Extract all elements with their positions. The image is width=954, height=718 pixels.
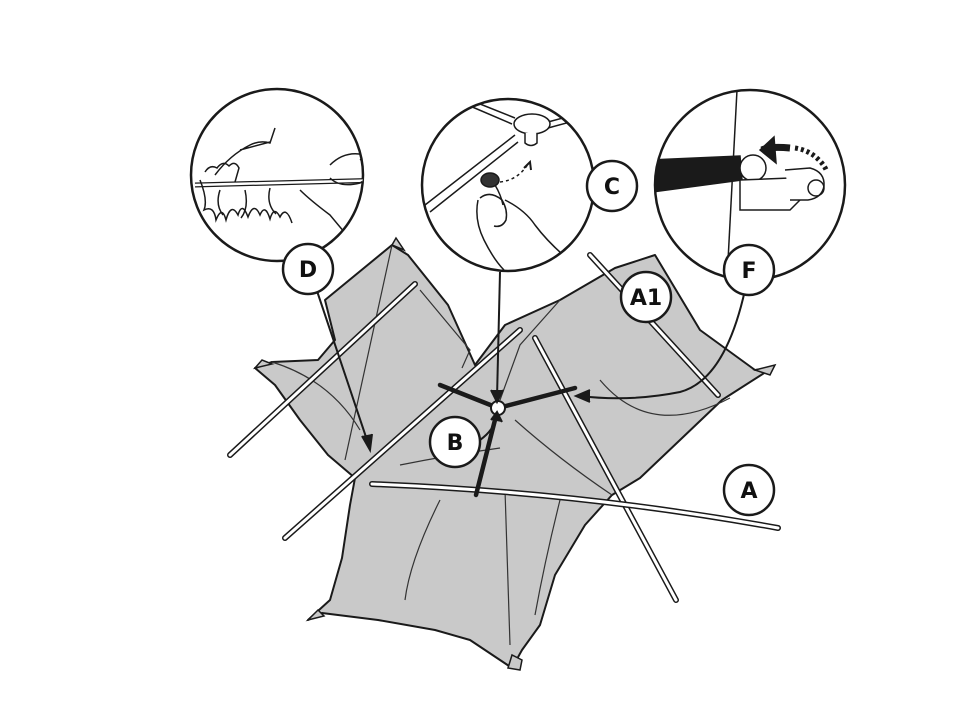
callout-label-d: D (299, 258, 317, 283)
callout-c: C (587, 161, 637, 211)
callout-label-c: C (604, 175, 620, 200)
callout-f: F (724, 245, 774, 295)
callout-label-f: F (741, 259, 756, 284)
detail-view-c (422, 99, 600, 271)
tent-fabric-shape (255, 245, 772, 668)
callout-b: B (430, 417, 480, 467)
callout-a: A (724, 465, 774, 515)
detail-circle-d (191, 89, 363, 261)
callout-label-a: A (740, 479, 757, 504)
tent-fabric (255, 238, 775, 670)
callout-a1: A1 (621, 272, 671, 322)
detail-view-d (191, 89, 387, 261)
detail-circle-c (422, 99, 594, 271)
callout-d: D (283, 244, 333, 294)
callout-label-b: B (447, 431, 464, 456)
callout-label-a1: A1 (630, 286, 662, 311)
